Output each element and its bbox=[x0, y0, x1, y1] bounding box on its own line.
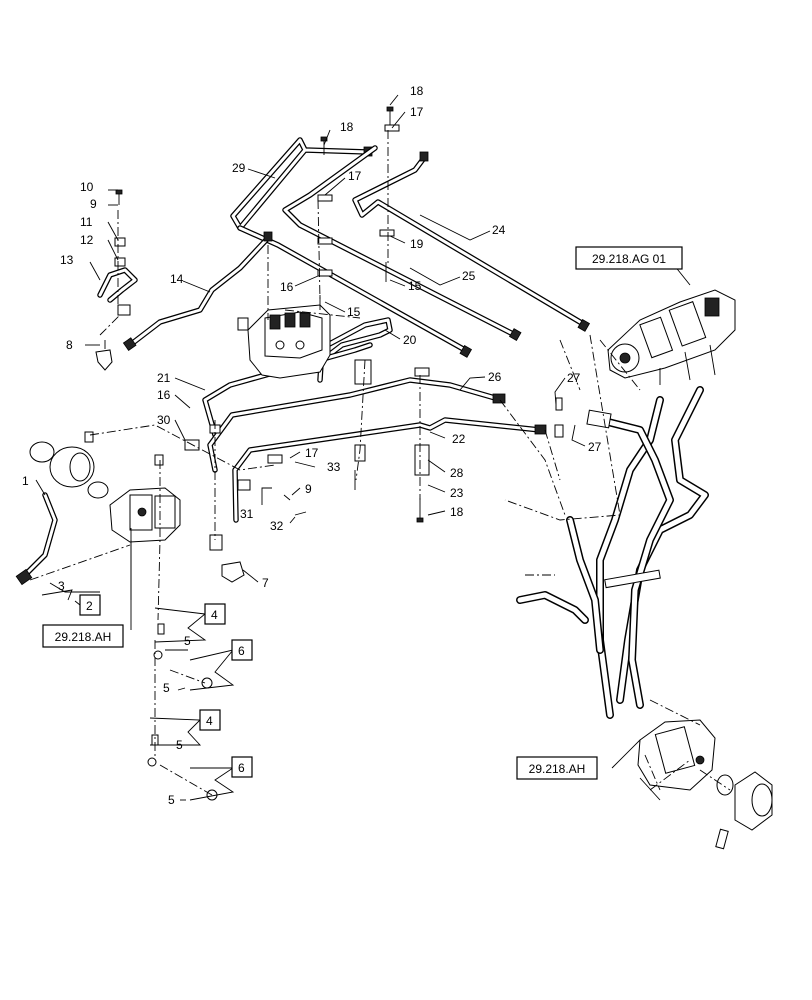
tube-25 bbox=[282, 145, 522, 342]
callout-19: 19 bbox=[410, 237, 424, 251]
tube-26 bbox=[207, 377, 506, 473]
callout-12: 12 bbox=[80, 233, 94, 247]
callout-labels: 1 2 3 4 4 5 5 5 5 6 6 7 8 9 9 10 11 12 1… bbox=[22, 84, 602, 807]
hose-bundle bbox=[516, 386, 709, 719]
callout-24: 24 bbox=[492, 223, 506, 237]
tube-21 bbox=[202, 342, 373, 438]
tube-13 bbox=[97, 267, 138, 303]
leader-lines bbox=[35, 94, 691, 801]
callout-32: 32 bbox=[270, 519, 284, 533]
callout-5d: 5 bbox=[168, 793, 175, 807]
callout-27b: 27 bbox=[588, 440, 602, 454]
callout-26: 26 bbox=[488, 370, 502, 384]
callout-boxes bbox=[79, 594, 253, 778]
tube-14 bbox=[122, 231, 273, 351]
tube-24 bbox=[352, 151, 591, 332]
callout-9b: 9 bbox=[305, 482, 312, 496]
brackets bbox=[84, 124, 564, 801]
tube-22 bbox=[232, 417, 547, 523]
callout-30: 30 bbox=[157, 413, 171, 427]
reference-labels: 29.218.AG 01 29.218.AH 29.218.AH bbox=[55, 252, 667, 776]
callout-9a: 9 bbox=[90, 197, 97, 211]
callout-18c: 18 bbox=[450, 505, 464, 519]
callout-16b: 16 bbox=[157, 388, 171, 402]
pump-assembly-lower bbox=[637, 719, 773, 850]
callout-17c: 17 bbox=[305, 446, 319, 460]
callout-7: 7 bbox=[262, 576, 269, 590]
callout-2: 2 bbox=[86, 599, 93, 613]
reference-top-right: 29.218.AG 01 bbox=[592, 252, 666, 266]
pump-assembly-left bbox=[29, 441, 181, 543]
callout-4a: 4 bbox=[211, 608, 218, 622]
callout-3: 3 bbox=[58, 579, 65, 593]
callout-13: 13 bbox=[60, 253, 74, 267]
callout-31: 31 bbox=[240, 507, 254, 521]
callout-8: 8 bbox=[66, 338, 73, 352]
callout-15b: 15 bbox=[408, 279, 422, 293]
callout-27a: 27 bbox=[567, 371, 581, 385]
callout-17a: 17 bbox=[410, 105, 424, 119]
callout-20: 20 bbox=[403, 333, 417, 347]
callout-6a: 6 bbox=[238, 644, 245, 658]
reference-bottom-right: 29.218.AH bbox=[529, 762, 586, 776]
callout-10: 10 bbox=[80, 180, 94, 194]
callout-25: 25 bbox=[462, 269, 476, 283]
callout-6b: 6 bbox=[238, 761, 245, 775]
tube-29 bbox=[230, 137, 473, 358]
alignment-lines bbox=[29, 130, 731, 796]
callout-33: 33 bbox=[327, 460, 341, 474]
callout-5c: 5 bbox=[176, 738, 183, 752]
reference-left: 29.218.AH bbox=[55, 630, 112, 644]
callout-4b: 4 bbox=[206, 714, 213, 728]
callout-23: 23 bbox=[450, 486, 464, 500]
bolts bbox=[115, 106, 424, 523]
callout-1: 1 bbox=[22, 474, 29, 488]
callout-14: 14 bbox=[170, 272, 184, 286]
callout-5a: 5 bbox=[184, 634, 191, 648]
callout-17b: 17 bbox=[348, 169, 362, 183]
callout-16a: 16 bbox=[280, 280, 294, 294]
reference-boxes bbox=[42, 246, 683, 780]
tube-1 bbox=[15, 492, 58, 586]
callout-5b: 5 bbox=[163, 681, 170, 695]
callout-18a: 18 bbox=[410, 84, 424, 98]
pump-assembly-upper bbox=[607, 289, 736, 385]
control-valve-assembly bbox=[237, 304, 331, 379]
callout-22: 22 bbox=[452, 432, 466, 446]
callout-28: 28 bbox=[450, 466, 464, 480]
callout-21: 21 bbox=[157, 371, 171, 385]
callout-11: 11 bbox=[80, 215, 93, 229]
callout-15a: 15 bbox=[347, 305, 361, 319]
fitting-8 bbox=[95, 349, 113, 371]
callout-18b: 18 bbox=[340, 120, 354, 134]
callout-29: 29 bbox=[232, 161, 246, 175]
